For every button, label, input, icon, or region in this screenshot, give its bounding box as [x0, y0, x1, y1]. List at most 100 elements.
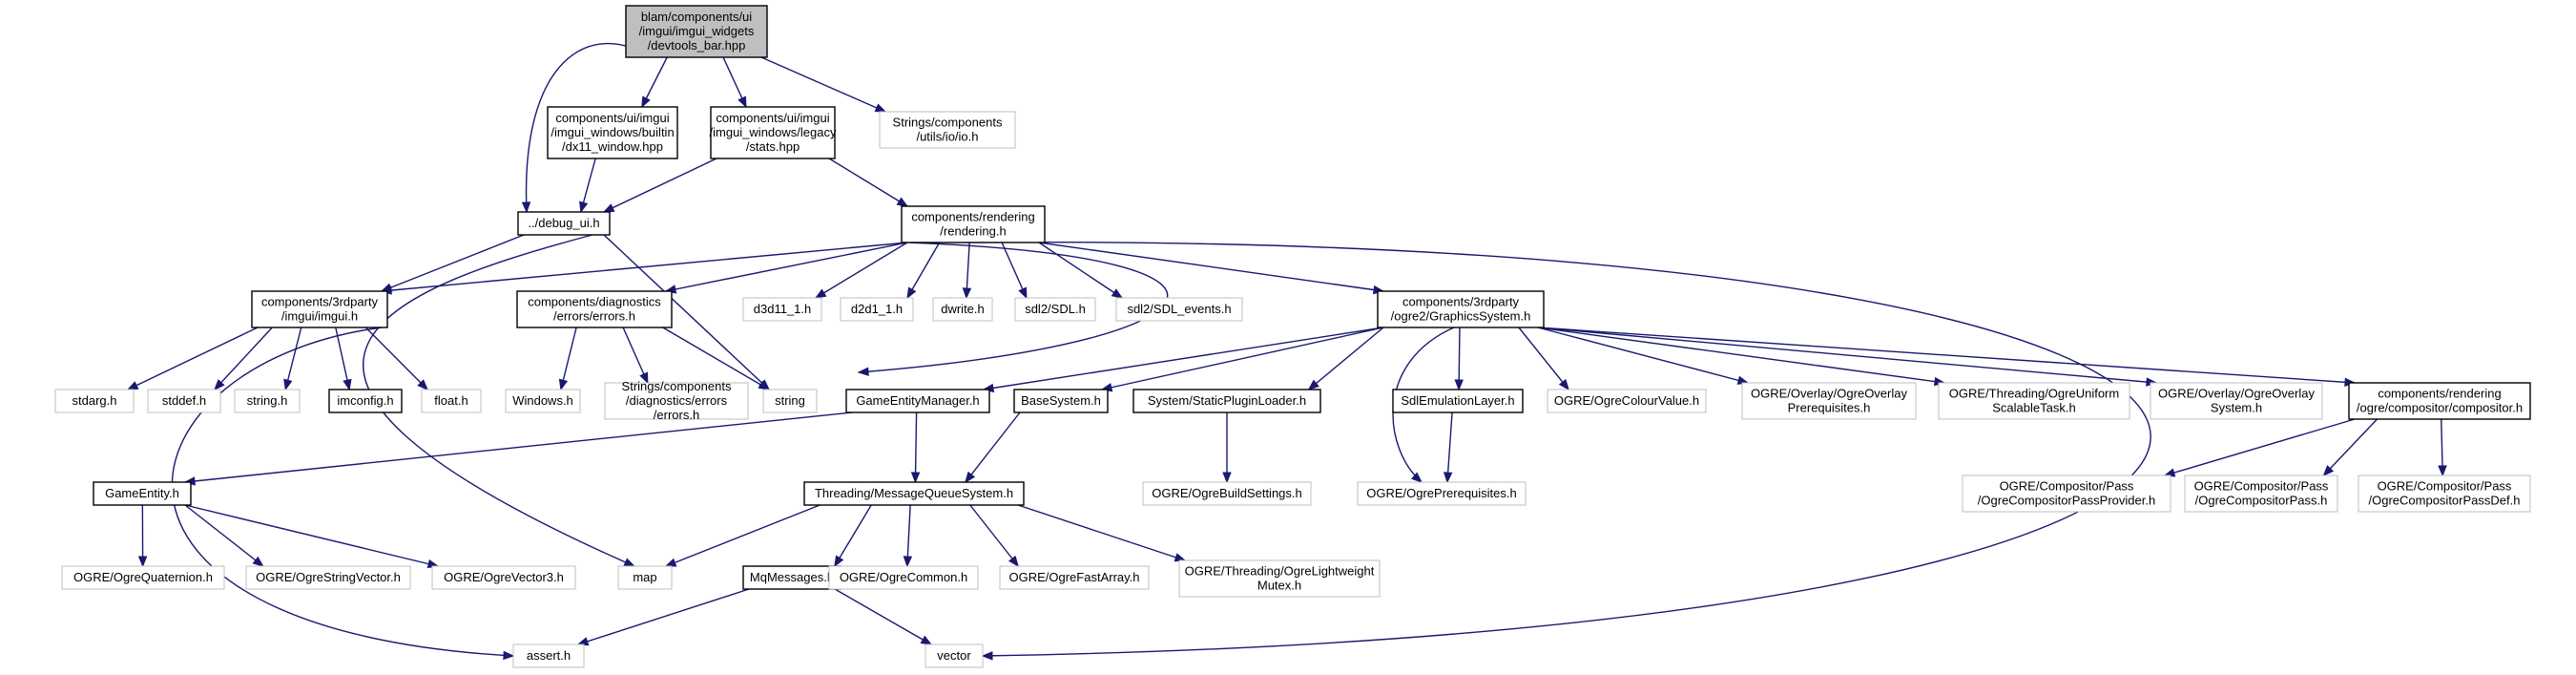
node-label: vector	[937, 648, 971, 663]
node-box	[742, 297, 822, 322]
node-box	[512, 643, 585, 668]
node-box	[516, 290, 673, 328]
node-label: components/ui/imgui	[716, 111, 829, 125]
node-stats[interactable]: components/ui/imgui/imgui_windows/legacy…	[710, 106, 837, 159]
edge-line	[1101, 327, 1384, 390]
node-label: OGRE/OgreColourValue.h	[1554, 393, 1699, 408]
edge-rendering-to-dwrite	[962, 242, 972, 300]
node-label: Prerequisites.h	[1788, 401, 1871, 415]
arrowhead	[664, 558, 677, 567]
node-box	[1357, 481, 1527, 506]
arrowhead	[857, 367, 869, 376]
node-fastarr: OGRE/OgreFastArray.h	[999, 565, 1150, 590]
edge-line	[665, 242, 908, 292]
node-dx11win[interactable]: components/ui/imgui/imgui_windows/builti…	[547, 106, 678, 159]
edge-line	[603, 234, 770, 390]
node-label: GameEntityManager.h	[856, 393, 979, 408]
arrowhead	[137, 556, 148, 568]
node-sdlemu[interactable]: SdlEmulationLayer.h	[1392, 389, 1524, 413]
node-imguih[interactable]: components/3rdparty/imgui/imgui.h	[251, 290, 388, 328]
arrowhead	[2322, 465, 2335, 476]
edge-rendering-to-d2d1	[906, 242, 941, 300]
node-box	[517, 211, 611, 236]
node-d2d1: d2d1_1.h	[840, 297, 914, 322]
node-spl[interactable]: System/StaticPluginLoader.h	[1132, 389, 1321, 413]
arrowhead	[1410, 472, 1423, 483]
node-sdl: sdl2/SDL.h	[1014, 297, 1096, 322]
node-label: d2d1_1.h	[851, 302, 903, 316]
edge-gem-to-gameentity	[183, 411, 853, 486]
edge-compositor-to-cpass	[2322, 418, 2379, 476]
edge-compositor-to-cpassdef	[2438, 418, 2447, 477]
node-label: blam/components/ui	[641, 10, 752, 24]
node-label: SdlEmulationLayer.h	[1401, 393, 1514, 408]
arrowhead	[521, 201, 531, 214]
node-prereq: OGRE/OgrePrerequisites.h	[1357, 481, 1527, 506]
node-label: OGRE/OgreStringVector.h	[256, 570, 401, 584]
edge-gfxsys-to-sdlemu	[1454, 327, 1464, 391]
edge-line	[1537, 327, 1749, 384]
node-label: /ogre/compositor/compositor.h	[2357, 401, 2523, 415]
node-errors[interactable]: components/diagnostics/errors/errors.h	[516, 290, 673, 328]
node-debugui[interactable]: ../debug_ui.h	[517, 211, 611, 236]
node-label: ../debug_ui.h	[528, 216, 599, 230]
arrowhead	[641, 95, 651, 109]
edge-line	[969, 504, 1019, 567]
node-mqmsg[interactable]: MqMessages.h	[742, 565, 841, 590]
edge-line	[914, 411, 918, 483]
node-stringh: string.h	[234, 389, 301, 413]
node-box	[803, 481, 1025, 506]
node-label: stdarg.h	[73, 393, 117, 408]
edge-rendering-to-gfxsys	[1038, 242, 1385, 295]
edge-gem-to-mqs	[910, 411, 921, 484]
edge-imguih-to-assert	[171, 327, 515, 661]
edge-line	[184, 411, 853, 483]
node-label: components/ui/imgui	[555, 111, 669, 125]
edge-stats-to-rendering	[828, 158, 909, 207]
edge-gameentity-to-quat	[137, 504, 148, 568]
edge-gameentity-to-strvec	[184, 504, 264, 567]
node-label: string.h	[247, 393, 288, 408]
edge-compositor-to-cpprov	[2163, 418, 2356, 477]
node-gem[interactable]: GameEntityManager.h	[845, 389, 990, 413]
node-vec3: OGRE/OgreVector3.h	[431, 565, 576, 590]
node-label: /dx11_window.hpp	[562, 139, 663, 154]
node-box	[625, 5, 768, 58]
arrowhead	[758, 380, 771, 390]
arrowhead	[1111, 288, 1124, 299]
edge-rendering-to-vector	[966, 241, 2151, 661]
arrowhead	[558, 378, 569, 391]
node-label: OGRE/Threading/OgreUniform	[1949, 387, 2119, 401]
edge-line	[363, 234, 635, 567]
node-box	[762, 389, 818, 413]
node-box	[1013, 389, 1109, 413]
node-label: stddef.h	[162, 393, 206, 408]
edge-mqs-to-map	[664, 504, 821, 567]
node-label: OGRE/Compositor/Pass	[2194, 479, 2329, 494]
node-gfxsys[interactable]: components/3rdparty/ogre2/GraphicsSystem…	[1377, 290, 1545, 328]
node-windows: Windows.h	[505, 389, 581, 413]
edge-errors-to-windows	[558, 327, 577, 391]
node-box	[879, 111, 1016, 149]
node-imconfig[interactable]: imconfig.h	[328, 389, 403, 413]
node-label: map	[633, 570, 656, 584]
node-basesys[interactable]: BaseSystem.h	[1013, 389, 1109, 413]
node-label: /utils/io/io.h	[916, 130, 978, 144]
node-box	[93, 481, 192, 506]
edge-mqmsg-to-assert	[576, 588, 750, 646]
node-label: sdl2/SDL.h	[1025, 302, 1086, 316]
edge-line	[834, 588, 932, 645]
edge-line	[560, 327, 577, 390]
node-rendering[interactable]: components/rendering/rendering.h	[901, 205, 1046, 243]
edge-line	[184, 504, 439, 567]
arrowhead	[639, 371, 649, 385]
node-gameentity[interactable]: GameEntity.h	[93, 481, 192, 506]
node-label: components/rendering	[911, 210, 1034, 224]
node-label: OGRE/OgreCommon.h	[840, 570, 967, 584]
node-mqs[interactable]: Threading/MessageQueueSystem.h	[803, 481, 1025, 506]
node-label: OGRE/OgreFastArray.h	[1008, 570, 1139, 584]
edge-errors-to-string	[662, 327, 771, 390]
node-compositor[interactable]: components/rendering/ogre/compositor/com…	[2348, 382, 2531, 420]
